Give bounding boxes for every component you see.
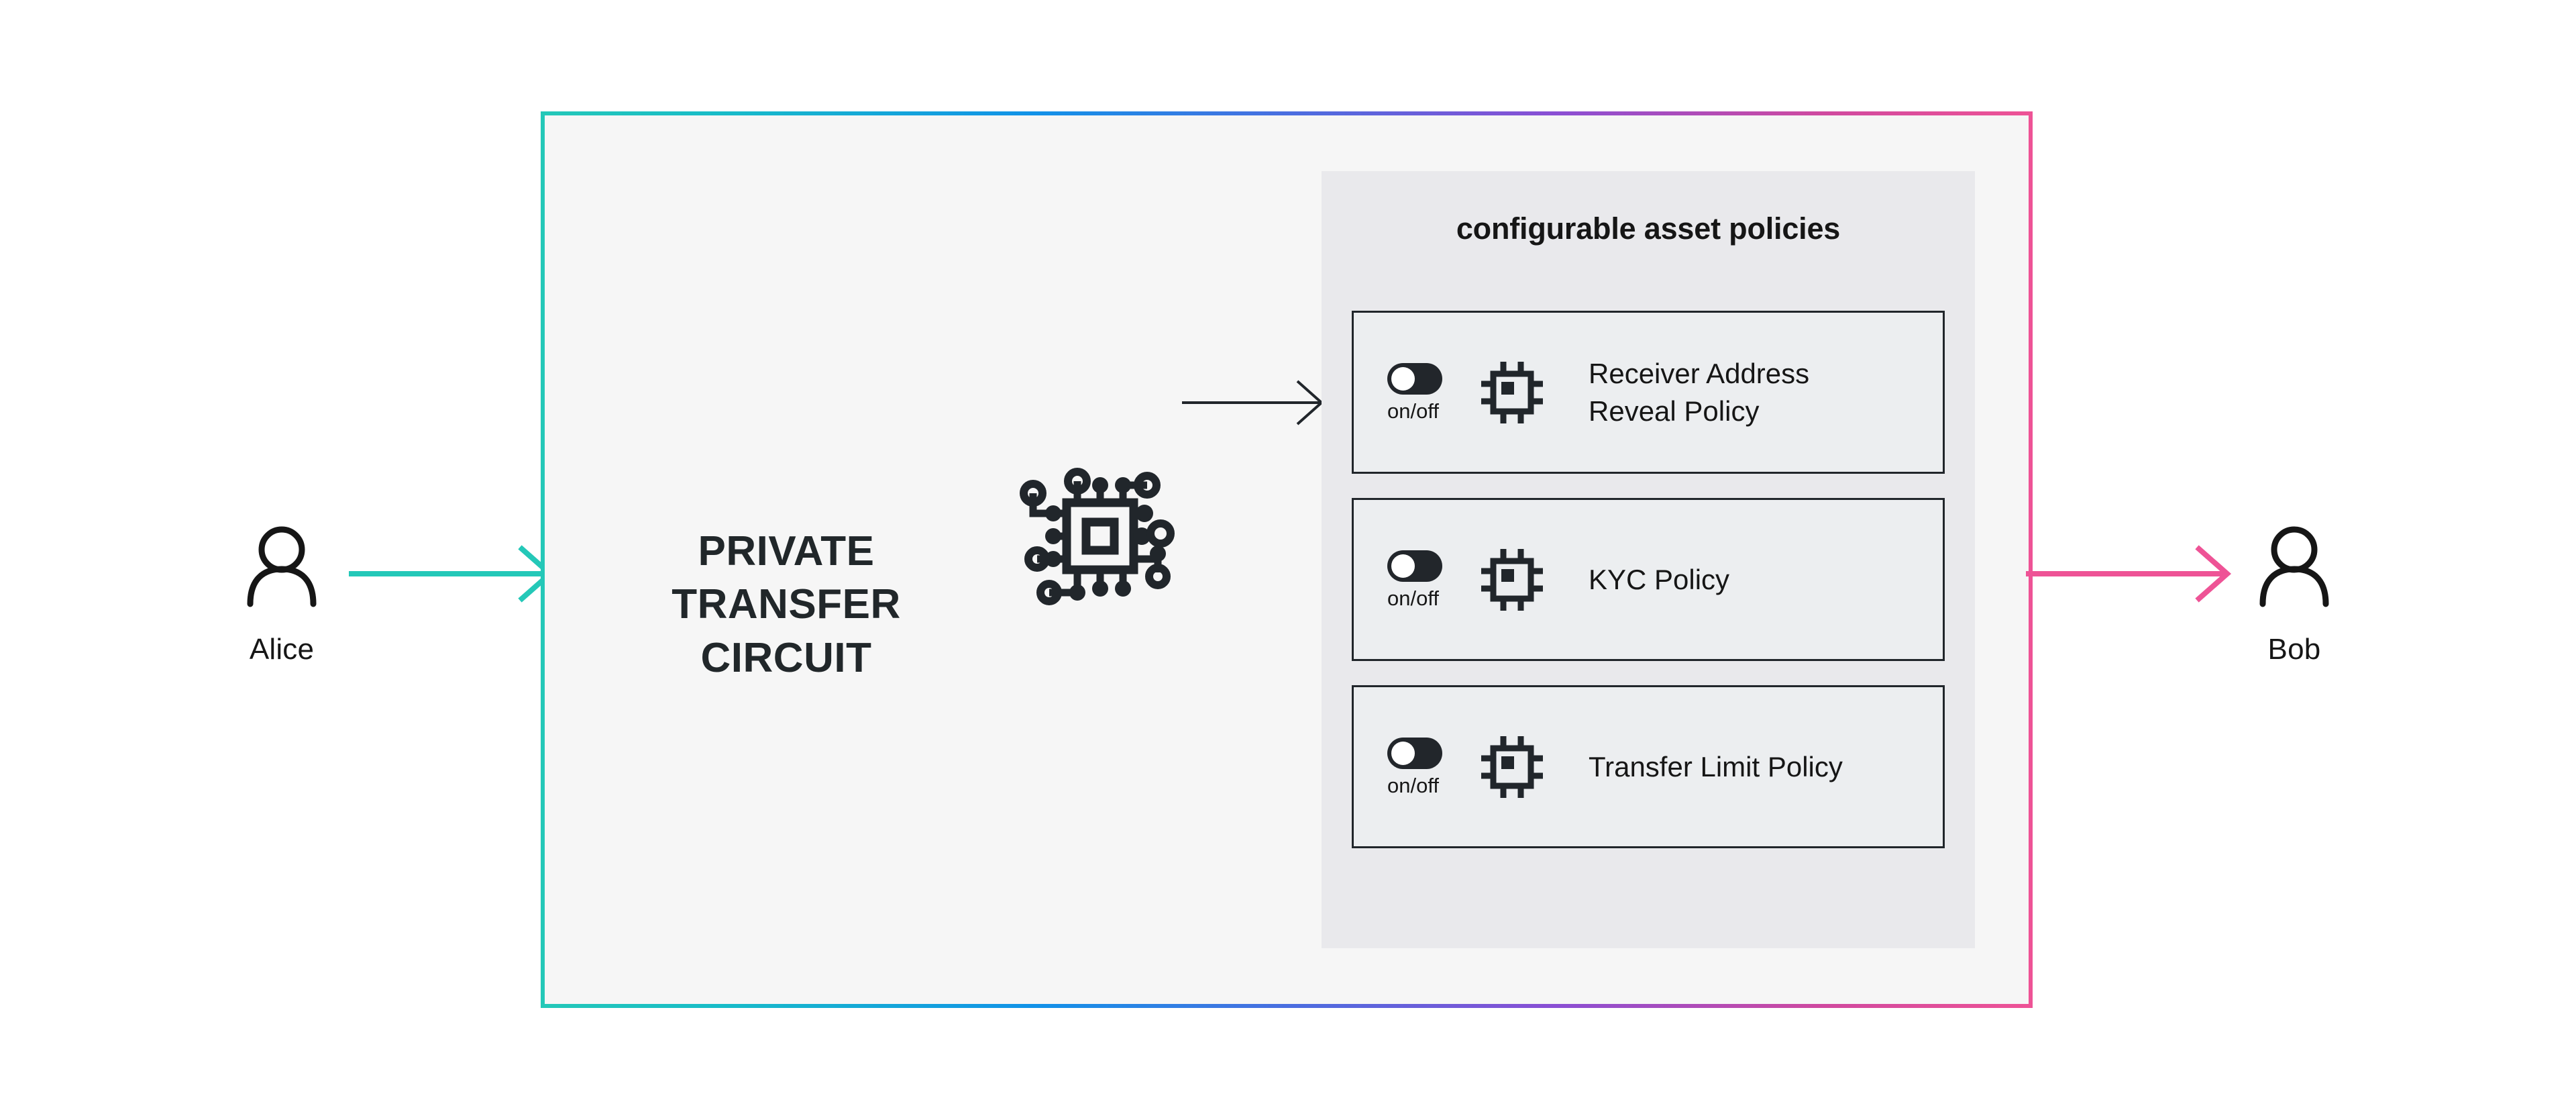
- toggle-knob: [1391, 554, 1415, 578]
- user-icon: [247, 526, 317, 607]
- policy-card-transfer-limit[interactable]: on/off: [1352, 685, 1945, 848]
- toggle-caption: on/off: [1387, 774, 1440, 797]
- circuit-title: PRIVATE TRANSFER CIRCUIT: [598, 525, 974, 685]
- policy-toggle-group[interactable]: on/off: [1387, 363, 1468, 421]
- policy-card-kyc[interactable]: on/off: [1352, 498, 1945, 661]
- policy-toggle-group[interactable]: on/off: [1387, 738, 1468, 796]
- policies-list: on/off: [1352, 311, 1945, 848]
- toggle-switch-off[interactable]: [1387, 363, 1442, 395]
- private-transfer-container: PRIVATE TRANSFER CIRCUIT: [541, 111, 2033, 1008]
- chip-icon: [1472, 727, 1552, 807]
- private-transfer-inner-surface: PRIVATE TRANSFER CIRCUIT: [545, 115, 2029, 1004]
- circuit-title-line-3: CIRCUIT: [700, 634, 872, 681]
- user-icon: [2259, 526, 2329, 607]
- circuit-title-line-2: TRANSFER: [672, 581, 901, 628]
- circuit-title-line-1: PRIVATE: [698, 528, 875, 574]
- policy-label: Receiver Address Reveal Policy: [1589, 358, 1810, 427]
- actor-bob-label: Bob: [2267, 633, 2321, 666]
- actor-alice-label: Alice: [249, 633, 315, 666]
- policy-card-receiver-address-reveal[interactable]: on/off: [1352, 311, 1945, 474]
- toggle-knob: [1391, 367, 1415, 391]
- policies-panel-title: configurable asset policies: [1456, 211, 1841, 246]
- actor-alice: Alice: [201, 523, 362, 666]
- chip-icon: [1472, 540, 1552, 620]
- toggle-switch-off[interactable]: [1387, 738, 1442, 769]
- toggle-caption: on/off: [1387, 399, 1440, 423]
- configurable-asset-policies-panel: configurable asset policies on/off: [1322, 171, 1975, 948]
- toggle-caption: on/off: [1387, 587, 1440, 610]
- toggle-switch-off[interactable]: [1387, 550, 1442, 582]
- circuit-chip-icon: [1008, 454, 1182, 629]
- arrow-circuit-to-bob: [2026, 545, 2232, 603]
- policy-toggle-group[interactable]: on/off: [1387, 550, 1468, 609]
- actor-bob: Bob: [2214, 523, 2375, 666]
- chip-icon: [1472, 352, 1552, 433]
- toggle-knob: [1391, 742, 1415, 765]
- arrow-circuit-to-policies: [1182, 380, 1324, 425]
- policy-label: Transfer Limit Policy: [1589, 750, 1843, 782]
- arrow-alice-to-circuit: [349, 545, 555, 603]
- policy-label: KYC Policy: [1589, 563, 1730, 595]
